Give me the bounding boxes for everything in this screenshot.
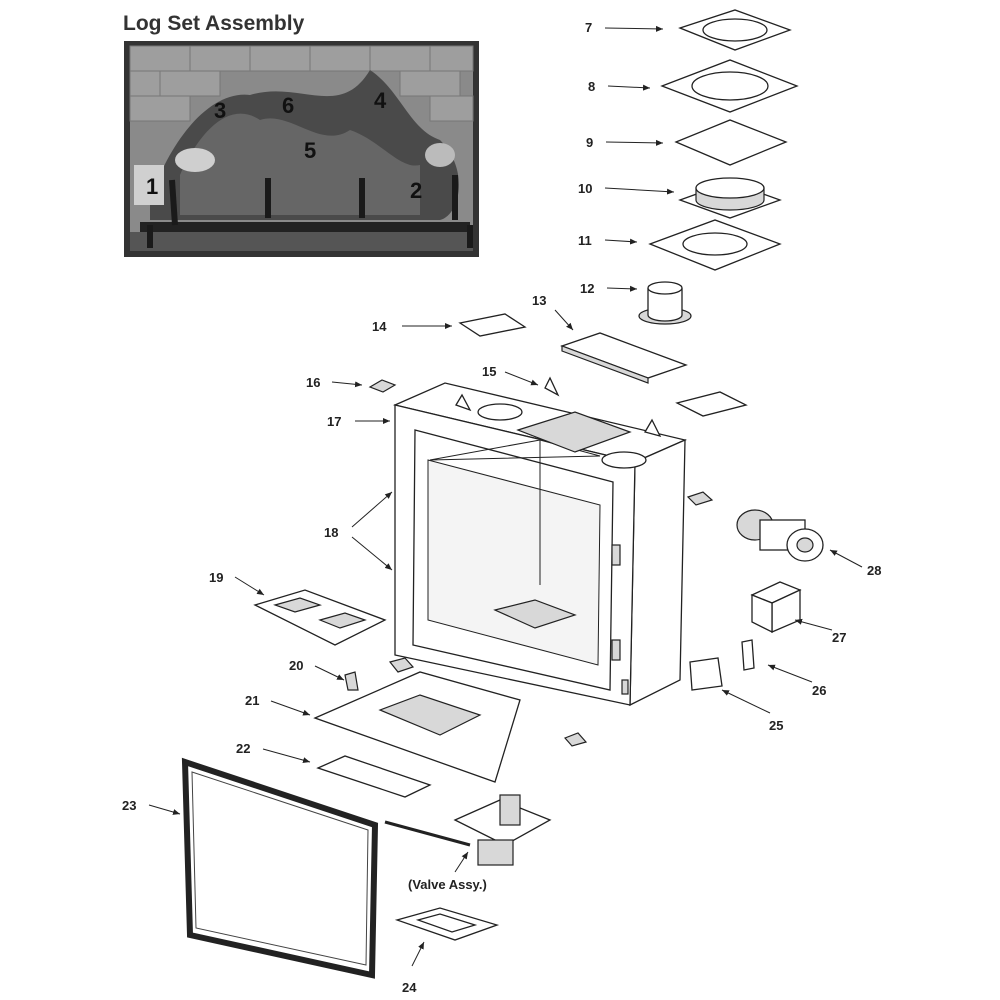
label-26: 26 <box>812 683 826 698</box>
part-10-collar <box>678 177 782 219</box>
part-9-plate <box>674 119 788 166</box>
part-8-plate <box>660 59 799 113</box>
part-12-pipe <box>638 281 692 325</box>
part-14-cover <box>458 313 527 337</box>
log-label-4: 4 <box>374 88 387 113</box>
log-label-2: 2 <box>410 178 422 203</box>
label-20: 20 <box>289 658 303 673</box>
label-28: 28 <box>867 563 881 578</box>
label-22: 22 <box>236 741 250 756</box>
bracket-small-c <box>686 491 714 506</box>
log-label-6: 6 <box>282 93 294 118</box>
log-label-3: 3 <box>214 98 226 123</box>
label-27: 27 <box>832 630 846 645</box>
label-15: 15 <box>482 364 496 379</box>
leader-arrows <box>148 25 863 967</box>
label-23: 23 <box>122 798 136 813</box>
part-17-firebox <box>392 376 688 707</box>
part-27-cover <box>750 581 802 634</box>
part-7-plate <box>678 9 792 51</box>
label-21: 21 <box>245 693 259 708</box>
label-9: 9 <box>586 135 593 150</box>
part-26-plate <box>741 639 755 671</box>
log-set-assembly-title: Log Set Assembly <box>123 12 305 35</box>
valve-assembly <box>384 794 552 866</box>
log-set-photo: 1 2 3 4 5 6 <box>124 41 479 257</box>
part-21-base-pan <box>313 671 521 783</box>
label-7: 7 <box>585 20 592 35</box>
log-label-1: 1 <box>146 174 158 199</box>
label-24: 24 <box>402 980 417 995</box>
part-11-plate <box>648 219 782 271</box>
label-13: 13 <box>532 293 546 308</box>
part-15b-cover <box>675 391 748 417</box>
part-28-blower <box>736 509 824 562</box>
part-22-rail <box>316 755 432 798</box>
part-23-glass-door <box>181 757 379 979</box>
log-label-5: 5 <box>304 138 316 163</box>
part-13-top-plate <box>560 332 688 384</box>
part-19-burner-tray <box>253 589 387 646</box>
label-16: 16 <box>306 375 320 390</box>
part-16-bracket <box>368 379 397 393</box>
label-18: 18 <box>324 525 338 540</box>
part-24-frame <box>394 907 500 941</box>
part-20-clip <box>344 671 359 691</box>
label-8: 8 <box>588 79 595 94</box>
label-11: 11 <box>578 233 592 248</box>
label-12: 12 <box>580 281 594 296</box>
bracket-small-a <box>388 657 415 673</box>
label-25: 25 <box>769 718 783 733</box>
label-17: 17 <box>327 414 341 429</box>
label-valve-assy: (Valve Assy.) <box>408 877 487 892</box>
label-19: 19 <box>209 570 223 585</box>
label-14: 14 <box>372 319 387 334</box>
part-labels: 7 8 9 10 11 12 13 14 15 16 17 18 19 20 2… <box>122 20 881 995</box>
part-25-switch <box>689 657 723 691</box>
label-10: 10 <box>578 181 592 196</box>
bracket-small-b <box>563 732 588 747</box>
